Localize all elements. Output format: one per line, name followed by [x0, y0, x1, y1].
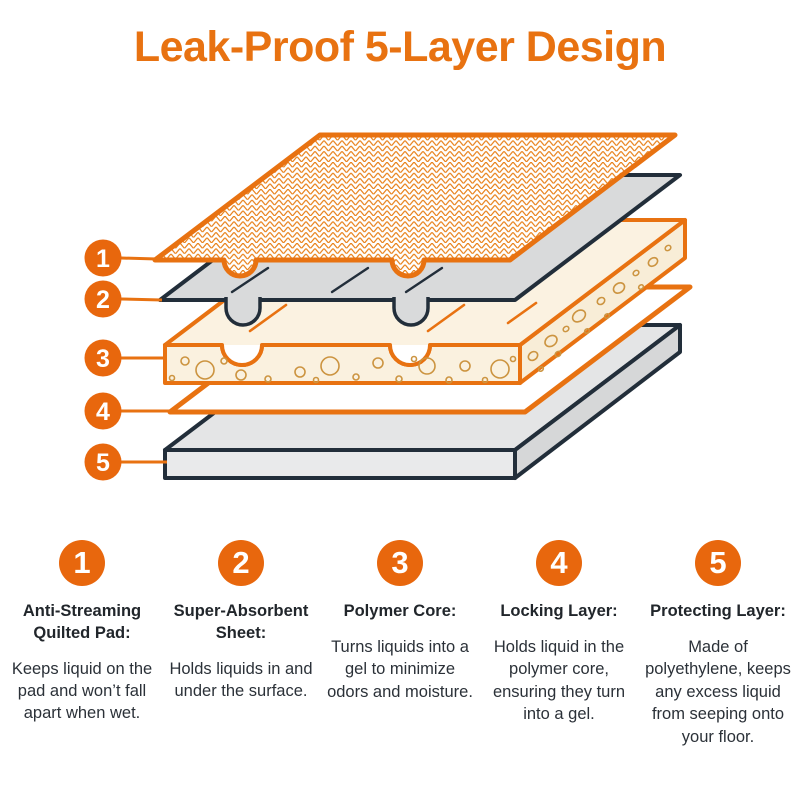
quilted-pad-graphic — [152, 132, 678, 279]
step-3: 3 Polymer Core: Turns liquids into a gel… — [324, 540, 476, 748]
step-heading: Super-Absorbent Sheet: — [173, 602, 309, 642]
callout-badge — [84, 392, 122, 430]
step-heading: Protecting Layer: — [650, 602, 786, 620]
step-2: 2 Super-Absorbent Sheet: Holds liquids i… — [165, 540, 317, 748]
sheet-tabs — [224, 297, 430, 327]
sheet-quilt-marks — [230, 266, 444, 294]
step-heading: Polymer Core: — [343, 602, 457, 620]
step-number-badge: 1 — [59, 540, 105, 586]
svg-text:5: 5 — [96, 449, 110, 477]
step-number-badge: 5 — [695, 540, 741, 586]
svg-text:3: 3 — [96, 345, 110, 373]
step-heading: Locking Layer: — [500, 602, 618, 620]
step-1: 1 Anti-Streaming Quilted Pad: Keeps liqu… — [6, 540, 158, 748]
callout-badge — [84, 239, 122, 277]
core-front-bubbles — [168, 355, 517, 384]
step-heading: Anti-Streaming Quilted Pad: — [22, 602, 142, 642]
diagram-callouts: 1 2 3 4 5 — [84, 239, 172, 481]
exploded-layers-diagram: 1 2 3 4 5 — [84, 132, 693, 481]
callout-3: 3 — [84, 339, 164, 377]
callout-line — [120, 256, 158, 261]
core-side-bubbles — [527, 244, 672, 372]
step-description: Holds liquids in and under the surface. — [169, 659, 313, 700]
step-description: Holds liquid in the polymer core, ensuri… — [492, 637, 626, 724]
callout-2: 2 — [84, 280, 163, 318]
callout-badge — [84, 339, 122, 377]
svg-text:2: 2 — [96, 286, 110, 314]
callout-5: 5 — [84, 443, 167, 481]
svg-text:4: 4 — [96, 398, 110, 426]
page-title: Leak-Proof 5-Layer Design — [133, 23, 667, 71]
step-description: Keeps liquid on the pad and won’t fall a… — [11, 659, 153, 723]
step-number-badge: 3 — [377, 540, 423, 586]
svg-text:1: 1 — [96, 245, 110, 273]
core-notches — [220, 344, 432, 367]
callout-4: 4 — [84, 392, 172, 430]
callout-badge — [84, 280, 122, 318]
step-description: Made of polyethylene, keeps any excess l… — [645, 637, 791, 746]
callout-1: 1 — [84, 239, 158, 277]
step-number-badge: 4 — [536, 540, 582, 586]
step-description: Turns liquids into a gel to minimize odo… — [327, 637, 473, 701]
core-quilt-marks — [248, 301, 538, 333]
callout-line — [120, 297, 163, 302]
step-4: 4 Locking Layer: Holds liquid in the pol… — [483, 540, 635, 748]
step-number-badge: 2 — [218, 540, 264, 586]
step-5: 5 Protecting Layer: Made of polyethylene… — [642, 540, 794, 748]
callout-badge — [84, 443, 122, 481]
layer-descriptions: 1 Anti-Streaming Quilted Pad: Keeps liqu… — [0, 540, 800, 748]
